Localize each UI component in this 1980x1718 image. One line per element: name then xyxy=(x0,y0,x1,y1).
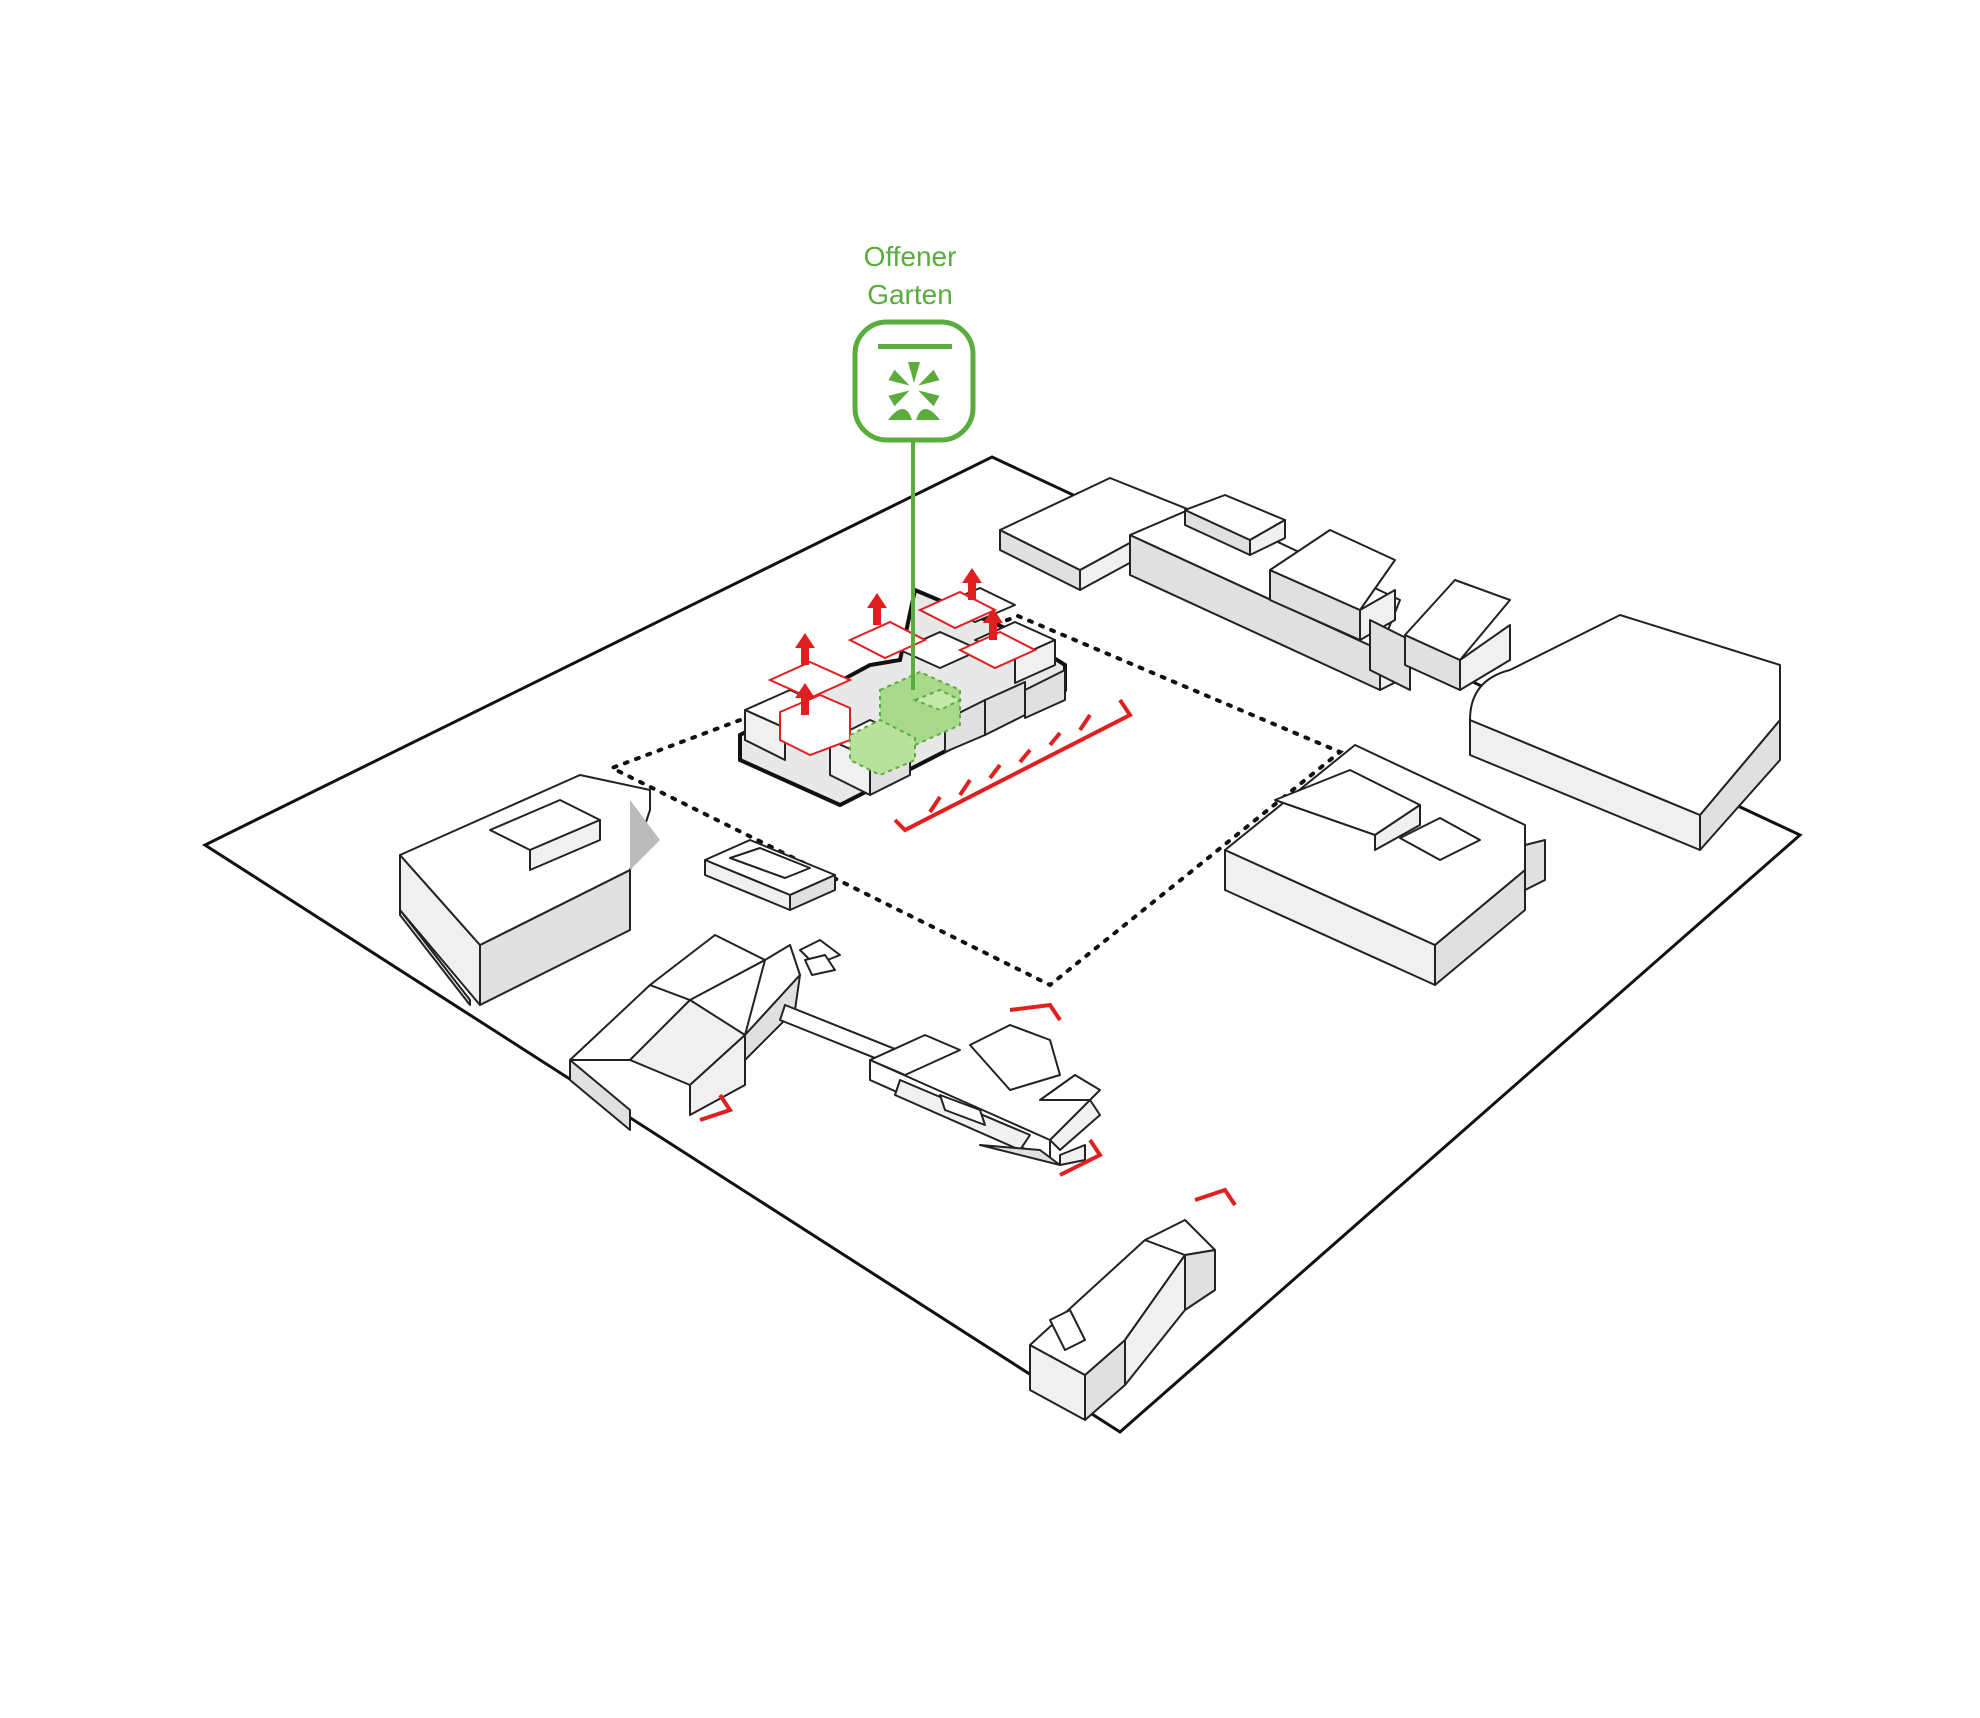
building-warehouse-east xyxy=(1469,614,1781,851)
garden-label-line2: Garten xyxy=(867,279,953,310)
building-small-bar xyxy=(704,839,836,911)
building-north-3 xyxy=(1269,529,1396,641)
building-south xyxy=(1029,1219,1216,1421)
garden-annotation xyxy=(852,319,976,690)
raise-arrows xyxy=(795,568,1003,715)
parking-bracket-markers xyxy=(699,698,1237,1207)
building-house-2 xyxy=(869,1024,1101,1166)
building-east-block xyxy=(1224,744,1546,986)
garden-label-line1: Offener xyxy=(863,241,957,272)
building-west-block xyxy=(399,774,660,1006)
building-north-4 xyxy=(1369,579,1511,691)
building-house-1 xyxy=(569,934,911,1131)
project-building xyxy=(738,568,1067,808)
garden-flower-icon xyxy=(878,344,952,420)
